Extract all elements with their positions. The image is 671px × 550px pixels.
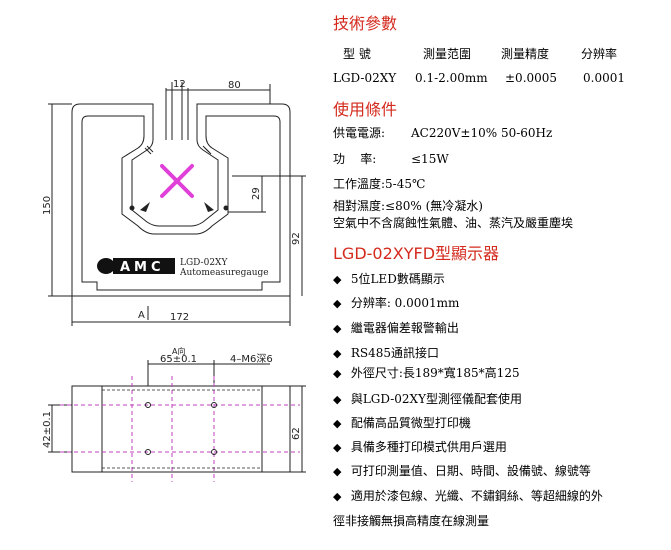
diamond-bullet-icon: ◆ xyxy=(333,322,342,335)
diamond-bullet-icon: ◆ xyxy=(333,367,342,380)
detector-icon xyxy=(129,202,229,212)
feature-continuation: 徑非接觸無損高精度在線測量 xyxy=(333,514,490,528)
diamond-bullet-icon: ◆ xyxy=(333,417,342,430)
condition-power-supply: 供電電源:AC220V±10% 50-60Hz xyxy=(333,126,553,140)
condition-note: 空氣中不含腐蝕性氣體、油、蒸汽及嚴重塵埃 xyxy=(333,216,574,230)
specs-title: 技術參數 xyxy=(333,14,398,33)
condition-temperature: 工作溫度:5-45℃ xyxy=(333,177,426,191)
specs-resolution: 0.0001 xyxy=(583,71,625,85)
feature-item: ◆ 分辨率: 0.0001mm xyxy=(333,296,460,310)
section-a-view-label: A向 xyxy=(172,346,185,356)
diamond-bullet-icon: ◆ xyxy=(333,297,342,310)
feature-item: ◆ RS485通訊接口 xyxy=(333,346,439,360)
feature-item: ◆ 與LGD-02XY型測徑儀配套使用 xyxy=(333,392,523,406)
feature-item: ◆ 外徑尺寸:長189*寬185*高125 xyxy=(333,366,520,380)
dim-hole: 4–M6深6 xyxy=(230,353,273,365)
dim-150: 150 xyxy=(42,196,53,215)
specs-model: LGD-02XY xyxy=(333,71,397,85)
conditions-title: 使用條件 xyxy=(333,100,398,119)
diamond-bullet-icon: ◆ xyxy=(333,465,342,478)
feature-item: ◆ 配備高品質微型打印機 xyxy=(333,416,471,430)
bottom-view-outline xyxy=(71,385,291,473)
condition-humidity: 相對濕度:≤80% (無冷凝水) xyxy=(333,199,483,213)
dim-29: 29 xyxy=(251,187,262,200)
display-title: LGD-02XYFD型顯示器 xyxy=(333,244,500,263)
dim-42: 42±0.1 xyxy=(42,411,53,448)
logo-text: AMC xyxy=(120,260,165,275)
specs-header-range: 測量范圍 xyxy=(423,47,472,61)
front-view-outline xyxy=(71,103,291,297)
section-a-label: A xyxy=(138,310,145,321)
amc-logo xyxy=(97,258,175,274)
beam-cross-icon xyxy=(160,164,194,198)
diamond-bullet-icon: ◆ xyxy=(333,441,342,454)
mount-hole-icon xyxy=(145,402,217,455)
feature-item: ◆ 具備多種打印模式供用戶選用 xyxy=(333,440,507,454)
specs-header-model: 型 號 xyxy=(343,47,371,61)
condition-power: 功 率:≤15W xyxy=(333,152,449,166)
dim-172: 172 xyxy=(170,312,189,323)
specs-accuracy: ±0.0005 xyxy=(505,71,558,85)
diamond-bullet-icon: ◆ xyxy=(333,393,342,406)
specs-header-resolution: 分辨率 xyxy=(581,47,618,61)
feature-item: ◆ 繼電器偏差報警輸出 xyxy=(333,321,459,335)
subtitle-label: Automeasuregauge xyxy=(179,268,269,278)
feature-item: ◆ 可打印測量值、日期、時間、設備號、線號等 xyxy=(333,464,591,478)
feature-item: ◆ 5位LED數碼顯示 xyxy=(333,272,445,286)
dim-92: 92 xyxy=(291,232,302,245)
dim-80: 80 xyxy=(228,80,241,91)
model-label: LGD-02XY xyxy=(180,258,228,268)
specs-header-accuracy: 測量精度 xyxy=(501,47,550,61)
diamond-bullet-icon: ◆ xyxy=(333,490,342,503)
dim-12: 12 xyxy=(173,79,186,90)
diamond-bullet-icon: ◆ xyxy=(333,347,342,360)
specs-range: 0.1-2.00mm xyxy=(415,71,488,85)
diamond-bullet-icon: ◆ xyxy=(333,273,342,286)
technical-drawing: 12 80 150 29 92 172 A A向 65±0.1 4–M6深6 4… xyxy=(42,79,306,482)
dim-62: 62 xyxy=(291,427,302,440)
feature-item: ◆ 適用於漆包線、光纖、不鏽鋼絲、等超細線的外 xyxy=(333,489,603,503)
dim-65: 65±0.1 xyxy=(160,354,197,365)
